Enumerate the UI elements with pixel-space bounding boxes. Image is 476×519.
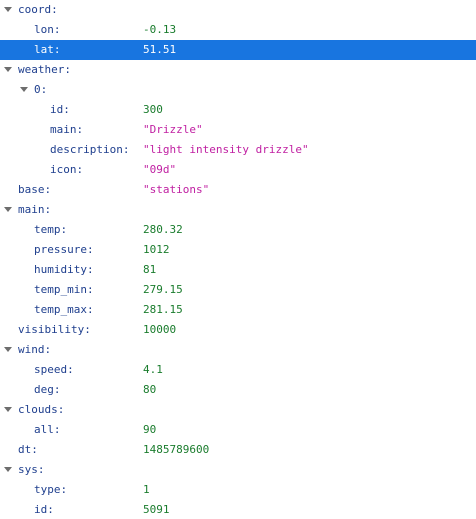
weather-id-row[interactable]: id: 300 bbox=[0, 100, 476, 120]
json-key: temp: bbox=[34, 223, 68, 236]
json-key: icon: bbox=[50, 163, 84, 176]
json-key: deg: bbox=[34, 383, 61, 396]
sys-id-row[interactable]: id: 5091 bbox=[0, 500, 476, 519]
json-value: "light intensity drizzle" bbox=[143, 143, 309, 156]
sys-key-row[interactable]: sys: bbox=[0, 460, 476, 480]
json-value: 279.15 bbox=[143, 283, 183, 296]
dt-row[interactable]: dt: 1485789600 bbox=[0, 440, 476, 460]
json-value: 1012 bbox=[143, 243, 170, 256]
json-value: "Drizzle" bbox=[143, 123, 203, 136]
sys-type-row[interactable]: type: 1 bbox=[0, 480, 476, 500]
json-value: 5091 bbox=[143, 503, 170, 516]
json-value: 1485789600 bbox=[143, 443, 210, 456]
coord-key-row[interactable]: coord: bbox=[0, 0, 476, 20]
json-value: 281.15 bbox=[143, 303, 183, 316]
wind-deg-row[interactable]: deg: 80 bbox=[0, 380, 476, 400]
json-value: 1 bbox=[143, 483, 150, 496]
wind-speed-row[interactable]: speed: 4.1 bbox=[0, 360, 476, 380]
json-value: 300 bbox=[143, 103, 163, 116]
json-value: 90 bbox=[143, 423, 157, 436]
json-key: description: bbox=[50, 143, 130, 156]
json-key: speed: bbox=[34, 363, 74, 376]
json-value: "09d" bbox=[143, 163, 177, 176]
main-key-row[interactable]: main: bbox=[0, 200, 476, 220]
json-key: lat: bbox=[34, 43, 61, 56]
json-key: coord: bbox=[18, 3, 58, 16]
weather-icon-row[interactable]: icon: "09d" bbox=[0, 160, 476, 180]
pressure-row[interactable]: pressure: 1012 bbox=[0, 240, 476, 260]
base-row[interactable]: base: "stations" bbox=[0, 180, 476, 200]
json-value: 4.1 bbox=[143, 363, 163, 376]
temp-max-row[interactable]: temp_max: 281.15 bbox=[0, 300, 476, 320]
json-value: 80 bbox=[143, 383, 157, 396]
expand-toggle-icon[interactable] bbox=[4, 407, 12, 412]
lon-row[interactable]: lon: -0.13 bbox=[0, 20, 476, 40]
json-key: main: bbox=[50, 123, 84, 136]
json-key: dt: bbox=[18, 443, 38, 456]
expand-toggle-icon[interactable] bbox=[20, 87, 28, 92]
json-value: -0.13 bbox=[143, 23, 177, 36]
json-key: sys: bbox=[18, 463, 45, 476]
json-value: "stations" bbox=[143, 183, 210, 196]
temp-min-row[interactable]: temp_min: 279.15 bbox=[0, 280, 476, 300]
clouds-key-row[interactable]: clouds: bbox=[0, 400, 476, 420]
json-key: humidity: bbox=[34, 263, 94, 276]
json-value: 10000 bbox=[143, 323, 177, 336]
expand-toggle-icon[interactable] bbox=[4, 7, 12, 12]
temp-row[interactable]: temp: 280.32 bbox=[0, 220, 476, 240]
wind-key-row[interactable]: wind: bbox=[0, 340, 476, 360]
json-value: 280.32 bbox=[143, 223, 183, 236]
json-value: 81 bbox=[143, 263, 157, 276]
json-key: base: bbox=[18, 183, 52, 196]
expand-toggle-icon[interactable] bbox=[4, 207, 12, 212]
visibility-row[interactable]: visibility: 10000 bbox=[0, 320, 476, 340]
json-key: temp_min: bbox=[34, 283, 94, 296]
expand-toggle-icon[interactable] bbox=[4, 67, 12, 72]
json-key: type: bbox=[34, 483, 68, 496]
weather-main-row[interactable]: main: "Drizzle" bbox=[0, 120, 476, 140]
json-key: weather: bbox=[18, 63, 71, 76]
json-key: all: bbox=[34, 423, 61, 436]
json-key: lon: bbox=[34, 23, 61, 36]
weather-key-row[interactable]: weather: bbox=[0, 60, 476, 80]
json-key: main: bbox=[18, 203, 52, 216]
expand-toggle-icon[interactable] bbox=[4, 467, 12, 472]
json-key: 0: bbox=[34, 83, 48, 96]
json-value: 51.51 bbox=[143, 43, 177, 56]
expand-toggle-icon[interactable] bbox=[4, 347, 12, 352]
lat-row[interactable]: lat: 51.51 bbox=[0, 40, 476, 60]
weather-description-row[interactable]: description: "light intensity drizzle" bbox=[0, 140, 476, 160]
json-key: wind: bbox=[18, 343, 52, 356]
json-key: pressure: bbox=[34, 243, 94, 256]
weather-0-row[interactable]: 0: bbox=[0, 80, 476, 100]
clouds-all-row[interactable]: all: 90 bbox=[0, 420, 476, 440]
json-key: id: bbox=[50, 103, 70, 116]
json-key: clouds: bbox=[18, 403, 65, 416]
json-key: temp_max: bbox=[34, 303, 94, 316]
json-key: visibility: bbox=[18, 323, 91, 336]
json-key: id: bbox=[34, 503, 54, 516]
humidity-row[interactable]: humidity: 81 bbox=[0, 260, 476, 280]
